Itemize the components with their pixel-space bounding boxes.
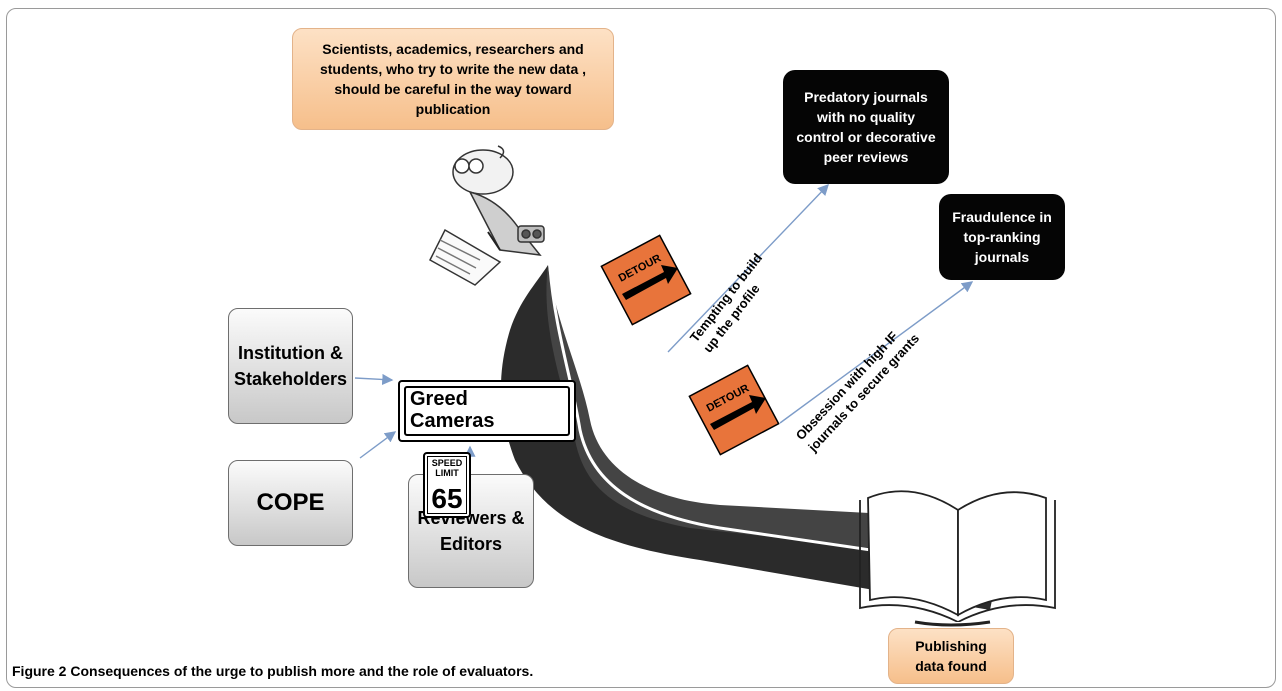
cope-box: COPE [228,460,353,546]
greed-cameras-label: Greed Cameras [410,388,495,432]
arrow-cope-to-camera [359,431,397,459]
fraudulence-box: Fraudulence in top-ranking journals [939,194,1065,280]
figure-caption-text: Consequences of the urge to publish more… [70,663,534,679]
institution-stakeholders-box: Institution & Stakeholders [228,308,353,424]
arrow-to-predatory [667,183,829,353]
fraudulence-text: Fraudulence in top-ranking journals [952,209,1052,265]
scientists-text: Scientists, academics, researchers and s… [319,41,587,117]
arrow-institution-to-camera [354,373,394,386]
figure-frame [6,8,1276,688]
publishing-data-box: Publishing data found [888,628,1014,684]
greed-cameras-sign: Greed Cameras [398,380,576,442]
detour-sign-lower: DETOUR [688,364,780,456]
detour-sign-upper: DETOUR [600,234,692,326]
greed-label: Greed [410,388,468,410]
open-book-icon [859,490,1056,627]
cope-text: COPE [256,489,325,516]
speed-value: 65 [431,483,463,514]
predatory-journals-box: Predatory journals with no quality contr… [783,70,949,184]
publishing-data-text: Publishing data found [915,638,987,674]
speed-label: SPEED LIMIT [431,458,463,478]
predatory-journals-text: Predatory journals with no quality contr… [796,89,936,165]
scientist-icon [429,145,545,286]
institution-stakeholders-text: Institution & Stakeholders [233,343,348,389]
scientists-box: Scientists, academics, researchers and s… [292,28,614,130]
cameras-label: Cameras [410,410,495,432]
speed-limit-sign: SPEED LIMIT 65 [423,452,471,518]
arrow-to-fraudulence [779,281,974,424]
figure-label: Figure 2 [12,663,67,679]
figure-caption: Figure 2 Consequences of the urge to pub… [12,662,533,680]
